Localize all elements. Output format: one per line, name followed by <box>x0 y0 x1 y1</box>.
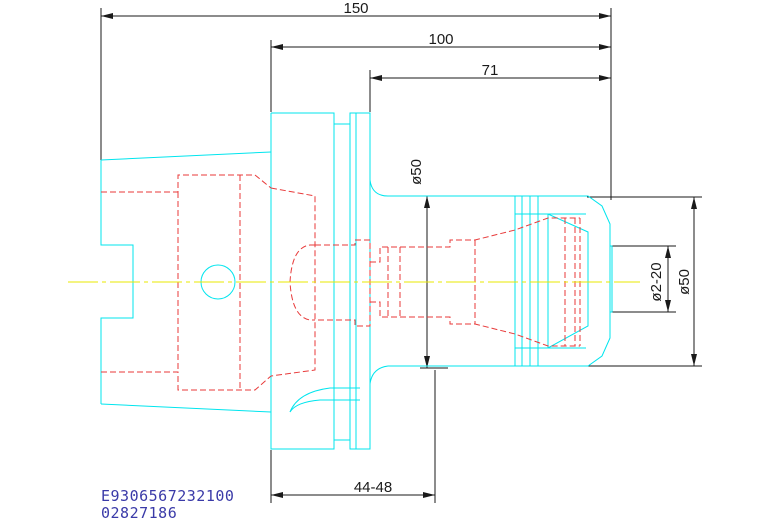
dim-nut-diameter: ø50 <box>676 269 693 295</box>
part-code-line-1: E9306567232100 <box>101 487 235 505</box>
dim-overall-length: 150 <box>343 0 368 17</box>
dim-flange-to-end: 100 <box>428 31 453 48</box>
dim-clamping-range: ø2-20 <box>648 262 665 301</box>
tool-holder-outline <box>100 112 613 450</box>
dim-adjustment-range: 44-48 <box>354 479 392 496</box>
part-code-line-2: 02827186 <box>101 504 178 522</box>
dim-body-diameter: ø50 <box>408 159 425 185</box>
dimension-arrowheads <box>101 13 697 498</box>
dim-nose-length: 71 <box>482 62 499 79</box>
